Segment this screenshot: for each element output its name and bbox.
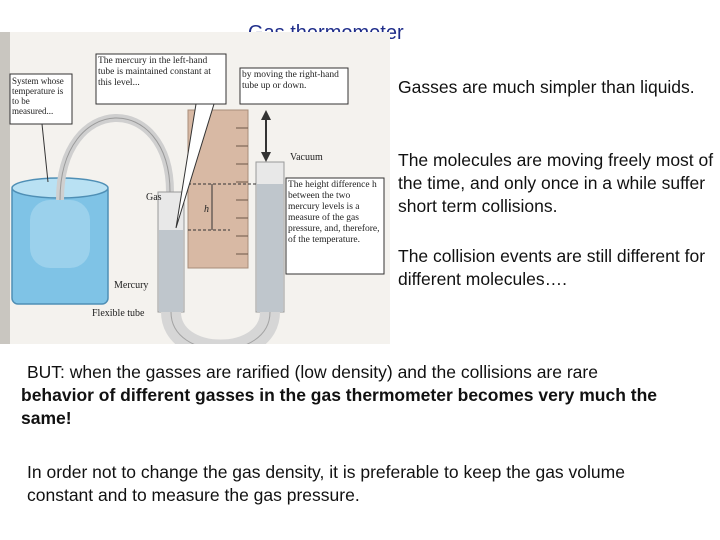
callout-system-text: System whose temperature is to be measur… xyxy=(12,76,64,116)
paragraph-but-rarified: BUT: when the gasses are rarified (low d… xyxy=(21,361,701,430)
label-gas: Gas xyxy=(146,192,162,203)
label-flexible-tube: Flexible tube xyxy=(92,308,145,319)
right-mercury xyxy=(257,184,283,312)
paragraph-gas-density: In order not to change the gas density, … xyxy=(27,462,625,505)
paragraph-molecules-moving: The molecules are moving freely most of … xyxy=(398,150,714,216)
callout-height-diff: The height difference h between the two … xyxy=(285,177,385,275)
callout-height-diff-text: The height difference h between the two … xyxy=(288,180,380,245)
label-h: h xyxy=(204,204,209,215)
callout-move-right: by moving the right-hand tube up or down… xyxy=(239,67,349,105)
left-mercury xyxy=(159,230,183,312)
callout-mercury-left: The mercury in the left-hand tube is mai… xyxy=(95,53,227,229)
capillary-outline xyxy=(59,117,171,201)
flexible-tube-outline xyxy=(170,311,271,344)
gas-thermometer-figure: System whose temperature is to be measur… xyxy=(0,32,390,344)
scale-ticks xyxy=(236,127,248,255)
gas-thermometer-diagram: System whose temperature is to be measur… xyxy=(0,32,385,344)
paragraph-collision-events: The collision events are still different… xyxy=(398,246,706,289)
page-edge xyxy=(0,32,10,344)
but-normal-text: BUT: when the gasses are rarified (low d… xyxy=(27,362,598,382)
callout-system: System whose temperature is to be measur… xyxy=(9,73,73,183)
but-bold-text: behavior of different gasses in the gas … xyxy=(21,385,658,428)
callout-move-right-text: by moving the right-hand tube up or down… xyxy=(242,70,339,91)
gas-bulb xyxy=(30,200,90,268)
callout-mercury-left-text: The mercury in the left-hand tube is mai… xyxy=(98,56,211,88)
up-down-arrow-icon xyxy=(261,110,271,162)
h-dimension xyxy=(188,183,256,231)
label-vacuum: Vacuum xyxy=(290,152,323,163)
paragraph-gasses-simpler: Gasses are much simpler than liquids. xyxy=(398,77,695,97)
label-mercury: Mercury xyxy=(114,280,148,291)
